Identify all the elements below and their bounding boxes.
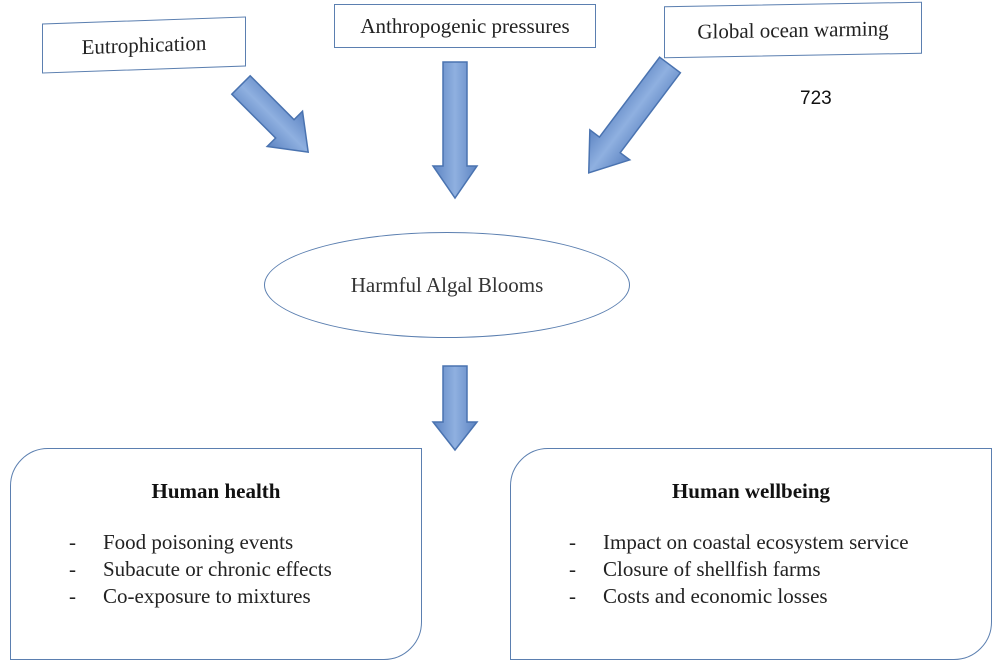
human-health-panel: Human health - Food poisoning events - Sub… (10, 448, 422, 660)
list-item-text: Food poisoning events (103, 530, 294, 554)
list-item: - Impact on coastal ecosystem service (569, 529, 909, 556)
list-item-text: Subacute or chronic effects (103, 557, 332, 581)
bullet-marker: - (69, 584, 76, 608)
driver-anthropogenic-label: Anthropogenic pressures (360, 13, 570, 38)
bullet-marker: - (69, 530, 76, 554)
bullet-marker: - (69, 557, 76, 581)
human-health-list: - Food poisoning events - Subacute or chro… (69, 529, 332, 610)
arrow-global-warming (587, 56, 682, 174)
list-item: - Costs and economic losses (569, 583, 909, 610)
bullet-marker: - (569, 557, 576, 581)
arrow-anthropogenic (431, 61, 479, 200)
list-item-text: Costs and economic losses (603, 584, 828, 608)
driver-anthropogenic-box: Anthropogenic pressures (334, 4, 596, 48)
list-item-text: Closure of shellfish farms (603, 557, 821, 581)
list-item: - Subacute or chronic effects (69, 556, 332, 583)
human-health-title: Human health (151, 479, 281, 503)
list-item-text: Impact on coastal ecosystem service (603, 530, 909, 554)
harmful-algal-blooms-node: Harmful Algal Blooms (264, 232, 630, 338)
list-item: - Closure of shellfish farms (569, 556, 909, 583)
arrow-to-outcomes (431, 365, 479, 452)
human-wellbeing-list: - Impact on coastal ecosystem service - Cl… (569, 529, 909, 610)
driver-global-warming-label: Global ocean warming (697, 15, 889, 44)
bullet-marker: - (569, 584, 576, 608)
list-item: - Food poisoning events (69, 529, 332, 556)
driver-eutrophication-box: Eutrophication (42, 16, 246, 74)
list-item-text: Co-exposure to mixtures (103, 584, 311, 608)
driver-global-warming-box: Global ocean warming (664, 1, 922, 59)
human-wellbeing-title: Human wellbeing (671, 479, 831, 503)
list-item: - Co-exposure to mixtures (69, 583, 332, 610)
human-wellbeing-panel: Human wellbeing - Impact on coastal ecosy… (510, 448, 992, 660)
driver-eutrophication-label: Eutrophication (81, 30, 207, 59)
harmful-algal-blooms-label: Harmful Algal Blooms (350, 272, 544, 297)
bullet-marker: - (569, 530, 576, 554)
page-number: 723 (800, 88, 832, 109)
arrow-eutrophication (230, 74, 310, 154)
